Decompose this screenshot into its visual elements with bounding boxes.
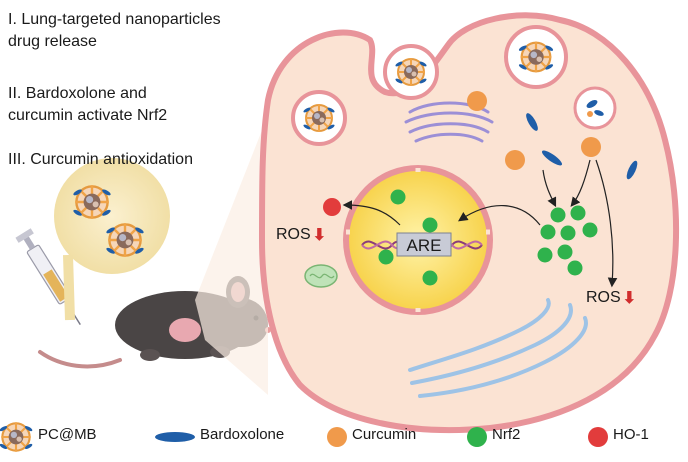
bardoxolone-molecule bbox=[626, 160, 638, 180]
are-box bbox=[396, 232, 452, 257]
pcmb-icon bbox=[104, 221, 146, 258]
legend-curcumin-label: Curcumin bbox=[352, 426, 417, 443]
legend-nrf2: Nrf2 bbox=[492, 426, 520, 443]
legend-bardoxolone: Bardoxolone bbox=[200, 426, 284, 443]
legend-nrf2-icon bbox=[467, 427, 487, 447]
legend-ho1: HO-1 bbox=[613, 426, 649, 443]
step1-line2: drug release bbox=[8, 33, 97, 50]
released-drugs bbox=[467, 91, 638, 180]
curcumin-molecule bbox=[505, 150, 525, 170]
step2-line1: II. Bardoxolone and bbox=[8, 85, 147, 102]
curcumin-molecule bbox=[581, 137, 601, 157]
ros-right: ROS ⬇ bbox=[586, 288, 636, 308]
zoom-cone bbox=[195, 115, 268, 395]
down-arrow-icon: ⬇ bbox=[622, 290, 637, 307]
activation-arrows bbox=[542, 159, 618, 288]
ros-right-label: ROS bbox=[586, 289, 621, 306]
legend-pcmb: PC@MB bbox=[38, 426, 97, 443]
nucleus-pores bbox=[346, 168, 490, 312]
legend-nrf2-label: Nrf2 bbox=[492, 426, 521, 443]
endosomes bbox=[291, 25, 617, 146]
legend-ho1-icon bbox=[588, 427, 608, 447]
legend-curcumin: Curcumin bbox=[352, 426, 416, 443]
step1-line1: I. Lung-targeted nanoparticles bbox=[8, 11, 221, 28]
endoplasmic-reticulum bbox=[408, 298, 588, 398]
mitochondrion bbox=[304, 264, 338, 288]
nucleus-arrows bbox=[342, 200, 541, 226]
pcmb-icon bbox=[71, 183, 113, 221]
step3-text: III. Curcumin antioxidation bbox=[8, 151, 193, 168]
legend-curcumin-icon bbox=[327, 427, 347, 447]
bardoxolone-molecule bbox=[526, 113, 538, 131]
nuclear-nrf2 bbox=[378, 189, 438, 286]
legend-ho1-label: HO-1 bbox=[613, 426, 649, 443]
are-label: ARE bbox=[407, 236, 442, 255]
curcumin-molecule bbox=[467, 91, 487, 111]
bardoxolone-molecule bbox=[541, 150, 563, 166]
ros-left: ROS ⬇ bbox=[276, 225, 326, 245]
ho1-molecule bbox=[323, 198, 341, 216]
step2-line2: curcumin activate Nrf2 bbox=[8, 107, 168, 124]
legend-pcmb-icon bbox=[0, 421, 35, 453]
legend-bardoxolone-icon bbox=[155, 432, 195, 442]
ros-left-label: ROS bbox=[276, 226, 311, 243]
down-arrow-icon: ⬇ bbox=[312, 227, 327, 244]
nrf2-cluster bbox=[537, 205, 598, 276]
legend-bardoxolone-label: Bardoxolone bbox=[200, 426, 285, 443]
legend-pcmb-label: PC@MB bbox=[38, 426, 97, 443]
